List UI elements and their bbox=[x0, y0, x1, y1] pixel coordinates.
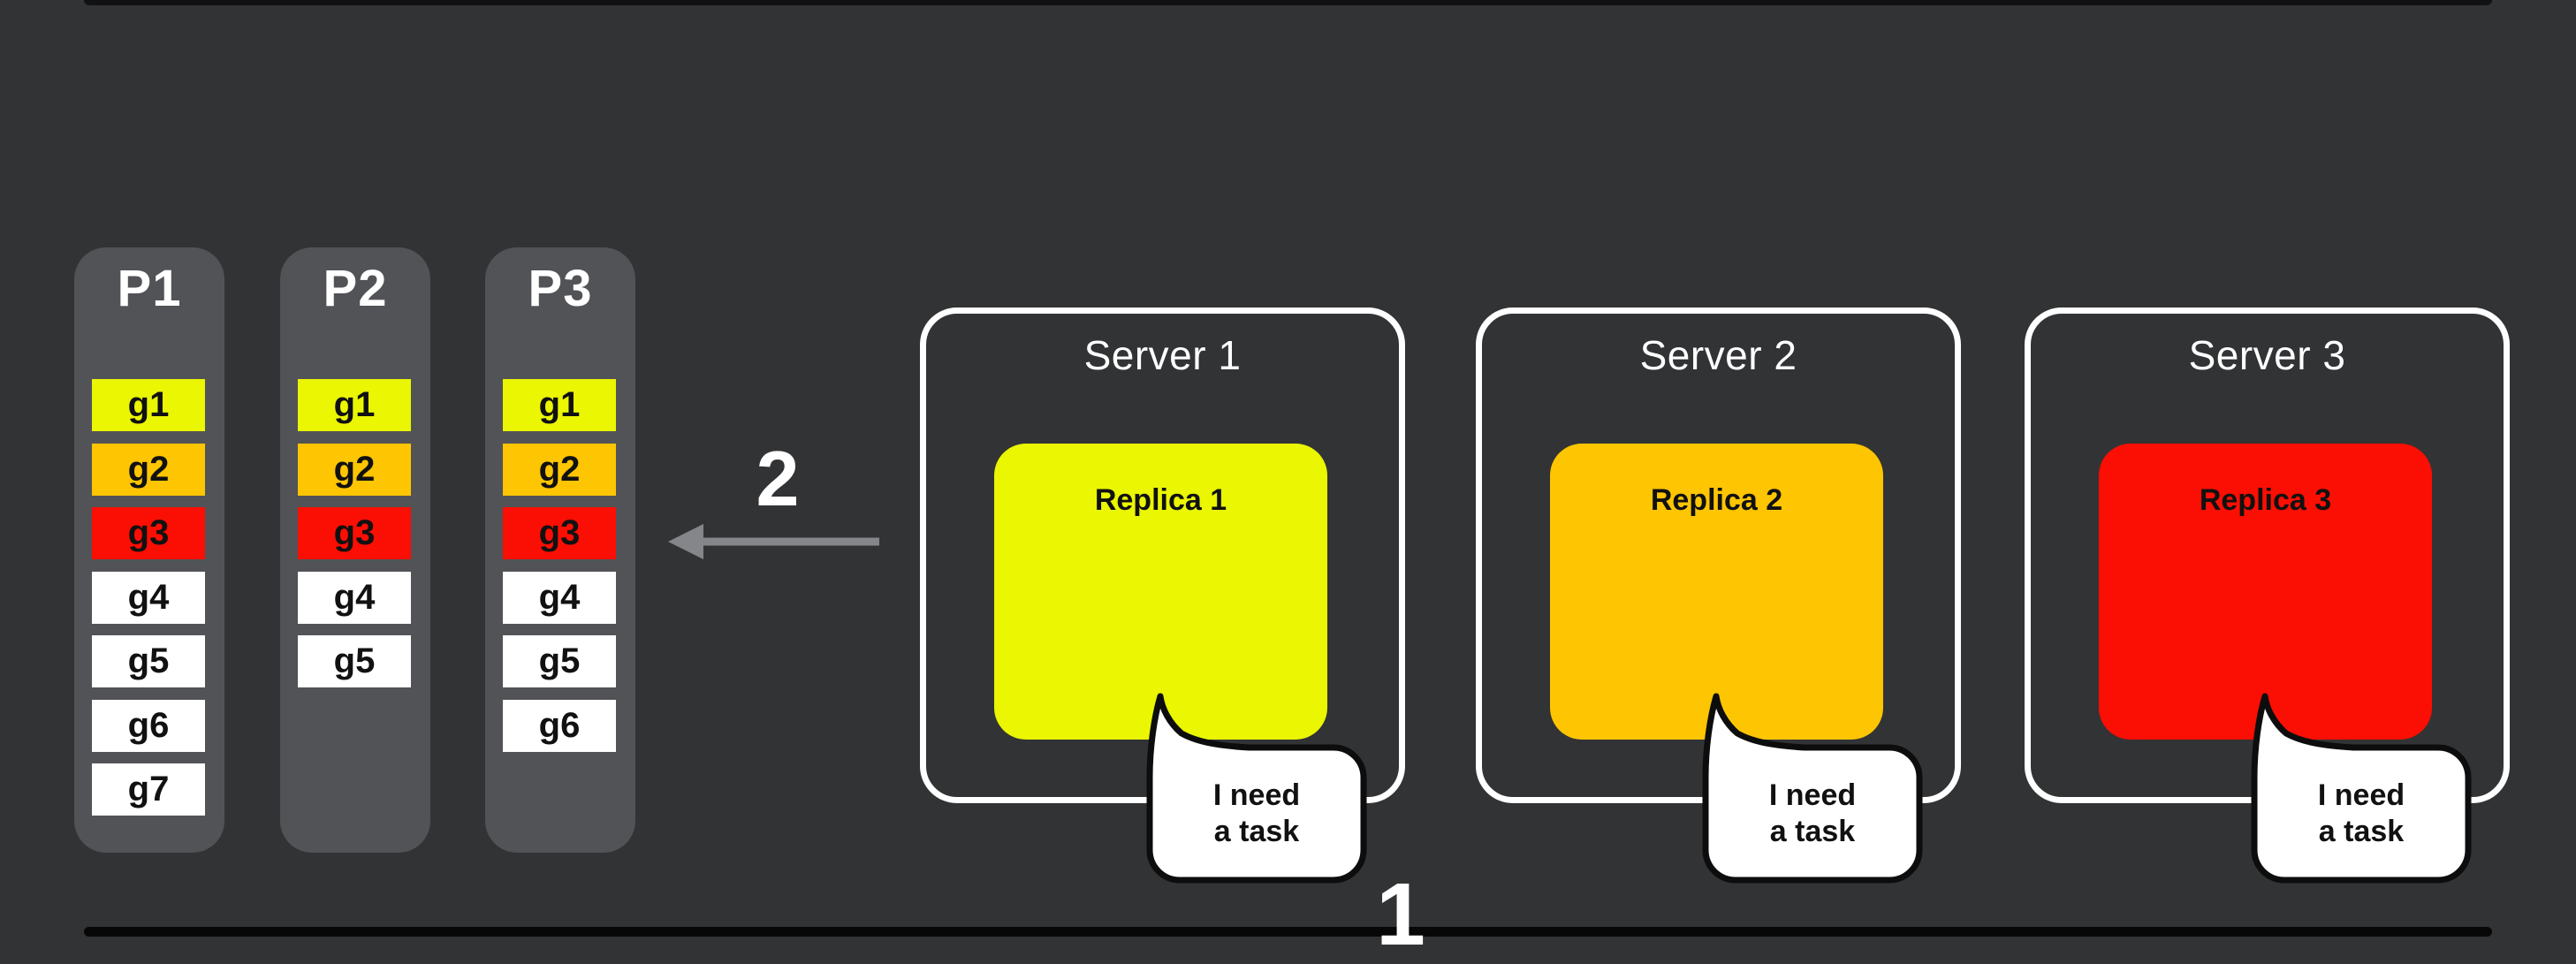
bubble-line-2: a task bbox=[2318, 814, 2405, 848]
task-g7: g7 bbox=[92, 763, 205, 816]
task-g2: g2 bbox=[92, 443, 205, 496]
task-g5: g5 bbox=[298, 635, 411, 687]
task-g2: g2 bbox=[503, 443, 616, 496]
partition-p1: P1 g1 g2 g3 g4 g5 g6 g7 bbox=[74, 247, 224, 853]
speech-bubble bbox=[1146, 693, 1367, 884]
task-g4: g4 bbox=[503, 571, 616, 624]
partition-p2: P2 g1 g2 g3 g4 g5 bbox=[280, 247, 430, 853]
task-g6: g6 bbox=[92, 699, 205, 752]
task-list-p1: g1 g2 g3 g4 g5 g6 g7 bbox=[92, 379, 205, 816]
bubble-line-1: I need bbox=[1212, 778, 1301, 812]
partition-label: P2 bbox=[323, 260, 388, 317]
frame-edge-bottom bbox=[84, 927, 2492, 937]
server-title: Server 1 bbox=[1083, 332, 1242, 378]
server-title: Server 2 bbox=[1639, 332, 1797, 378]
bubble-line-2: a task bbox=[1213, 814, 1300, 848]
speech-bubble bbox=[2251, 693, 2472, 884]
bubble-text: I need a task bbox=[2254, 748, 2468, 879]
server-2-box: Server 2 Replica 2 I need a task bbox=[1476, 307, 1961, 884]
bubble-line-2: a task bbox=[1769, 814, 1856, 848]
partition-label: P1 bbox=[117, 260, 182, 317]
task-g1: g1 bbox=[298, 379, 411, 431]
diagram-canvas: { "colors": { "background": "#323334", "… bbox=[74, 0, 2510, 959]
speech-bubble bbox=[1702, 693, 1923, 884]
task-g3: g3 bbox=[92, 507, 205, 559]
step-2-label: 2 bbox=[756, 435, 800, 522]
task-g3: g3 bbox=[503, 507, 616, 559]
replica-2-box: Replica 2 bbox=[1550, 444, 1883, 740]
server-1-box: Server 1 Replica 1 I need a task bbox=[920, 307, 1405, 884]
task-g2: g2 bbox=[298, 443, 411, 496]
task-g5: g5 bbox=[92, 635, 205, 687]
left-arrow-icon bbox=[668, 524, 879, 559]
replica-3-box: Replica 3 bbox=[2099, 444, 2432, 740]
replica-label: Replica 2 bbox=[1650, 483, 1783, 517]
replica-label: Replica 1 bbox=[1094, 483, 1227, 517]
task-g4: g4 bbox=[298, 571, 411, 624]
server-title: Server 3 bbox=[2188, 332, 2346, 378]
replica-label: Replica 3 bbox=[2199, 483, 2332, 517]
replica-1-box: Replica 1 bbox=[994, 444, 1327, 740]
task-list-p2: g1 g2 g3 g4 g5 bbox=[298, 379, 411, 687]
task-list-p3: g1 g2 g3 g4 g5 g6 bbox=[503, 379, 616, 752]
server-3-box: Server 3 Replica 3 I need a task bbox=[2025, 307, 2510, 884]
partition-label: P3 bbox=[528, 260, 593, 317]
bubble-line-1: I need bbox=[2317, 778, 2405, 812]
step-1-label: 1 bbox=[1376, 865, 1425, 964]
bubble-line-1: I need bbox=[1768, 778, 1857, 812]
task-g5: g5 bbox=[503, 635, 616, 687]
task-g4: g4 bbox=[92, 571, 205, 624]
bubble-text: I need a task bbox=[1706, 748, 1919, 879]
partition-p3: P3 g1 g2 g3 g4 g5 g6 bbox=[485, 247, 635, 853]
task-g6: g6 bbox=[503, 699, 616, 752]
bubble-text: I need a task bbox=[1150, 748, 1364, 879]
task-g3: g3 bbox=[298, 507, 411, 559]
task-g1: g1 bbox=[503, 379, 616, 431]
frame-edge-top bbox=[84, 0, 2492, 5]
task-g1: g1 bbox=[92, 379, 205, 431]
